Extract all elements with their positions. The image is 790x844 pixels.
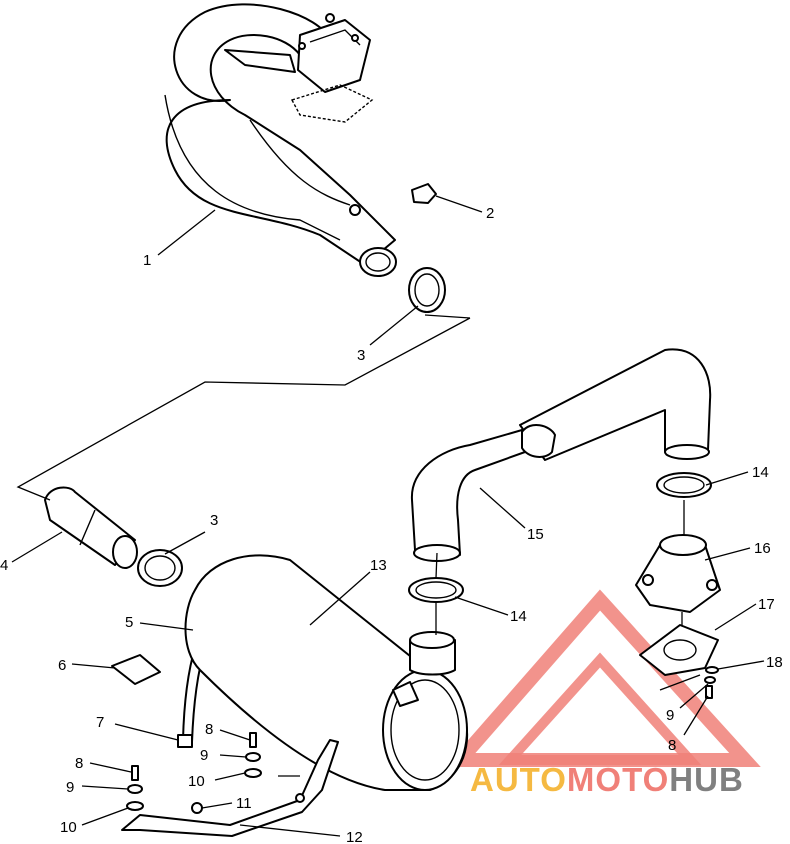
watermark-word-auto: AUTO <box>470 761 567 798</box>
callout-8-mid: 8 <box>205 721 213 738</box>
clamp-part-3-upper <box>408 267 446 313</box>
watermark-word-hub: HUB <box>669 761 744 798</box>
pad-part-6 <box>111 654 161 685</box>
svg-text:AUTOMOTOHUB: AUTOMOTOHUB <box>470 761 744 798</box>
callout-13: 13 <box>370 557 387 574</box>
muffler-part-13 <box>184 554 469 791</box>
callout-12: 12 <box>346 829 363 844</box>
callout-6: 6 <box>58 657 66 674</box>
callout-labels: 1 2 3 3 4 5 6 7 8 8 8 9 9 9 10 10 11 12 … <box>0 205 783 844</box>
callout-18: 18 <box>766 654 783 671</box>
outlet-housing-part-16 <box>635 534 721 613</box>
watermark-word-moto: MOTO <box>567 761 669 798</box>
callout-15: 15 <box>527 526 544 543</box>
callout-2: 2 <box>486 205 494 222</box>
callout-14-upper: 14 <box>752 464 769 481</box>
bracket-part-12 <box>121 739 339 837</box>
clamp-part-3-lower <box>137 549 183 587</box>
hose-part-15 <box>410 348 712 562</box>
clamp-part-14-upper <box>656 472 712 498</box>
callout-5: 5 <box>125 614 133 631</box>
clamp-part-14-lower <box>408 577 464 603</box>
fitting-part-2 <box>411 183 437 204</box>
hardware-right <box>704 666 719 699</box>
callout-10-mid: 10 <box>188 773 205 790</box>
watermark-logo <box>444 589 761 767</box>
callout-8-left: 8 <box>75 755 83 772</box>
hardware-left <box>126 732 262 814</box>
assembly-guide-lines <box>16 314 701 777</box>
callout-9-left: 9 <box>66 779 74 796</box>
callout-9-right: 9 <box>666 707 674 724</box>
callout-16: 16 <box>754 540 771 557</box>
callout-8-right: 8 <box>668 737 676 754</box>
callout-17: 17 <box>758 596 775 613</box>
callout-11: 11 <box>236 795 252 812</box>
callout-7: 7 <box>96 714 104 731</box>
pipe-part-4 <box>44 486 138 569</box>
callout-14-lower: 14 <box>510 608 527 625</box>
callout-9-mid: 9 <box>200 747 208 764</box>
gasket-part-17 <box>639 624 719 676</box>
callout-3-upper: 3 <box>357 347 365 364</box>
callout-4: 4 <box>0 557 8 574</box>
exhaust-pipe-part-1 <box>164 3 397 277</box>
callout-10-left: 10 <box>60 819 77 836</box>
watermark-wordmark: AUTOMOTOHUB <box>470 761 744 798</box>
callout-3-lower: 3 <box>210 512 218 529</box>
leader-lines <box>11 195 765 837</box>
callout-1: 1 <box>143 252 151 269</box>
